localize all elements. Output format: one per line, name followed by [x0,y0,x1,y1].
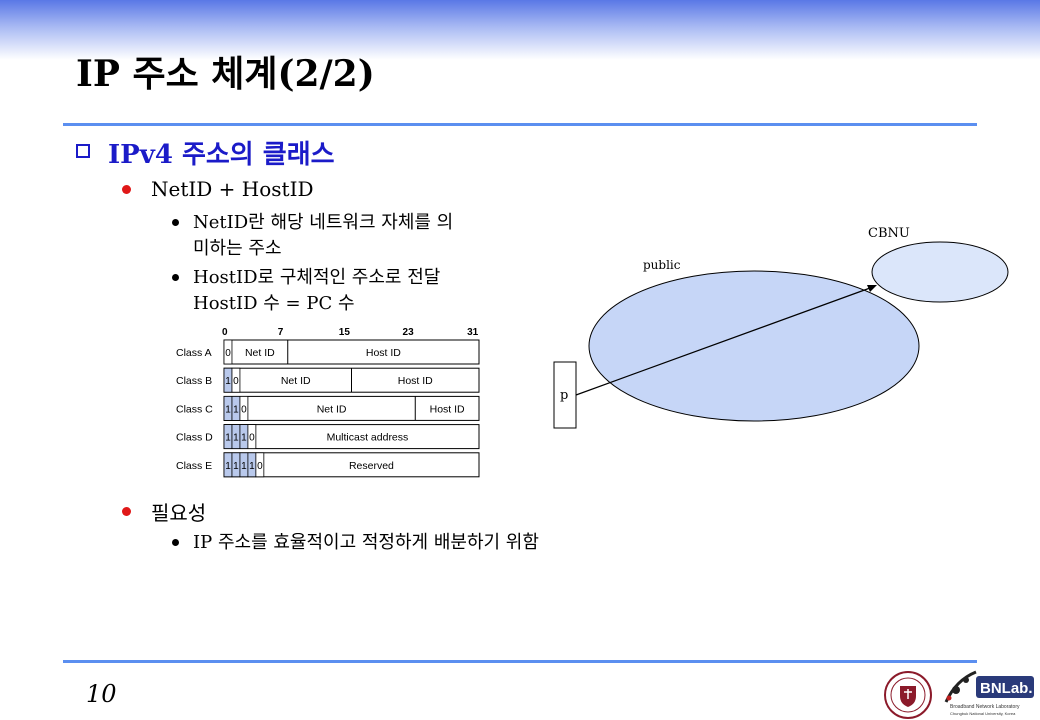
sub-bullet-hostid: HostID로 구체적인 주소로 전달 HostID 수 = PC 수 [172,265,512,317]
host-id-field: Host ID [366,347,401,359]
footer-divider [63,660,977,663]
pc-label: p [560,388,568,403]
sub-bullet-netid: NetID란 해당 네트워크 자체를 의 미하는 주소 [172,210,512,262]
red-bullet-icon [122,507,131,516]
section-heading: IPv4 주소의 클래스 [76,134,335,171]
prefix-bit: 1 [225,433,231,444]
public-network-ellipse [588,270,920,422]
prefix-bit-cell [231,367,241,393]
prefix-bit: 1 [241,461,247,472]
prefix-bit: 1 [233,433,239,444]
prefix-bit: 0 [249,433,255,444]
prefix-bit-cell [247,424,257,449]
bit-label: 31 [467,327,479,338]
sub-bullet-line: HostID 수 = PC 수 [193,293,355,314]
class-row-box [223,339,480,365]
black-bullet-icon [172,274,179,281]
prefix-bit: 1 [233,404,239,415]
black-bullet-icon [172,219,179,226]
slide-title: IP 주소 체계(2/2) [76,53,375,95]
prefix-bit: 1 [241,433,247,444]
sub-bullet-text: IP 주소를 효율적이고 적정하게 배분하기 위함 [193,532,539,553]
bit-label: 23 [403,327,415,338]
bit-label: 15 [339,327,351,338]
class-row-label: Class C [176,403,213,415]
sub-bullet-necessity: IP 주소를 효율적이고 적정하게 배분하기 위함 [172,530,652,556]
prefix-bit: 1 [225,461,231,472]
sub-bullet-text: HostID로 구체적인 주소로 전달 HostID 수 = PC 수 [193,265,440,317]
prefix-bit: 0 [257,461,263,472]
square-bullet-icon [76,143,90,158]
class-row-label: Class B [176,375,212,387]
cbnu-label: CBNU [868,226,910,241]
footer-logos: BNLab. Broadband Network Laboratory Chun… [884,670,1034,719]
class-row-label: Class E [176,460,212,472]
title-divider [63,123,977,126]
prefix-bit: 0 [233,376,239,387]
net-id-field: Net ID [245,347,275,359]
bullet-text: NetID + HostID [151,177,314,201]
arrow-head-icon [867,285,877,292]
bullet-text: 필요성 [151,501,207,525]
bit-label: 7 [278,327,284,338]
bit-label: 0 [222,327,228,338]
prefix-bit-cell [223,339,233,365]
prefix-bit: 0 [225,348,231,359]
header-gradient [0,0,1040,60]
network-diagram: public CBNU p [553,226,1009,429]
net-id-field: Net ID [281,375,311,387]
prefix-bit: 1 [233,461,239,472]
sub-bullet-line: 미하는 주소 [193,238,282,259]
bnlab-brand: BNLab. [980,680,1033,697]
bnlab-logo-icon: BNLab. Broadband Network Laboratory Chun… [944,670,1034,716]
address-field: Reserved [349,460,394,472]
address-field: Multicast address [327,432,409,444]
prefix-bit: 1 [225,376,231,387]
prefix-bit-cell [239,396,249,421]
university-seal-icon [884,671,932,719]
class-row-box [223,452,480,478]
sub-bullet-line: NetID란 해당 네트워크 자체를 의 [193,212,454,233]
cbnu-network-ellipse [871,241,1009,303]
bullet-netid-hostid: NetID + HostID [122,177,314,201]
section-heading-text: IPv4 주소의 클래스 [108,140,335,170]
red-bullet-icon [122,184,131,194]
public-label: public [643,258,681,272]
net-id-field: Net ID [317,403,347,415]
bnlab-subtitle: Broadband Network Laboratory [950,704,1020,710]
class-row-label: Class A [176,347,212,359]
host-id-field: Host ID [398,375,433,387]
prefix-bit: 1 [225,404,231,415]
prefix-bit-cell [255,452,265,478]
sub-bullet-text: NetID란 해당 네트워크 자체를 의 미하는 주소 [193,210,453,262]
sub-bullet-line: HostID로 구체적인 주소로 전달 [193,267,441,288]
prefix-bit: 0 [241,404,247,415]
page-number: 10 [86,680,117,708]
class-row-box [223,424,480,450]
black-bullet-icon [172,539,179,546]
route-arrow-line [575,287,871,396]
bullet-necessity: 필요성 [122,497,206,526]
class-row-label: Class D [176,432,213,444]
prefix-bit: 1 [249,461,255,472]
host-id-field: Host ID [430,403,465,415]
bnlab-university: Chungbuk National University, Korea [950,711,1016,716]
